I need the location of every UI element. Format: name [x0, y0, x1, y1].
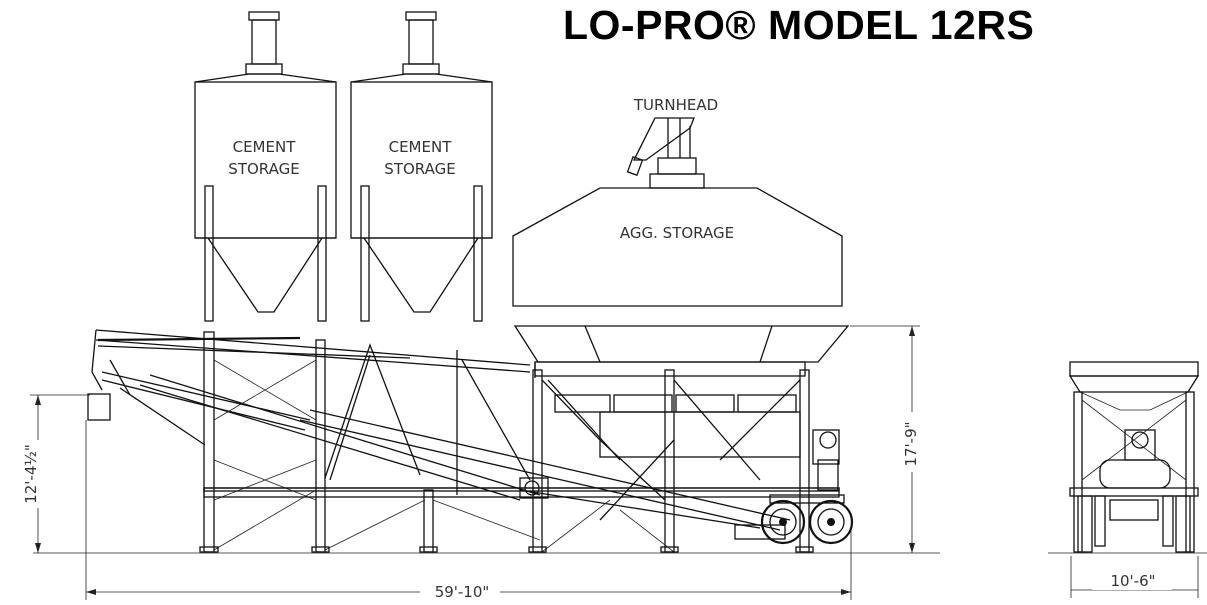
silo-1-label-line1: CEMENT	[233, 138, 297, 156]
page-title: LO-PRO® MODEL 12RS	[563, 2, 1035, 48]
silo-2-label-line2: STORAGE	[384, 160, 455, 178]
plant-end-view: 10'-6"	[1048, 361, 1207, 598]
aggregate-storage-bin: TURNHEAD AGG. STORAGE	[512, 96, 843, 307]
agg-storage-label: AGG. STORAGE	[620, 224, 734, 242]
width-dimension-label: 10'-6"	[1110, 572, 1155, 590]
length-dimension-label: 59'-10"	[435, 583, 490, 601]
plant-side-view	[87, 325, 854, 553]
silo-2-label-line1: CEMENT	[389, 138, 453, 156]
height-total-dimension-label: 17'-9"	[902, 421, 920, 466]
dimension-length: 59'-10"	[85, 420, 852, 601]
silo-1-label-line2: STORAGE	[228, 160, 299, 178]
axle-wheels	[760, 494, 854, 545]
dimension-height-total: 17'-9"	[850, 325, 922, 553]
cement-silo-2: CEMENT STORAGE	[350, 11, 493, 322]
turnhead-label: TURNHEAD	[633, 96, 718, 114]
height-left-dimension-label: 12'-4½"	[22, 444, 40, 504]
cement-silo-1: CEMENT STORAGE	[194, 11, 337, 322]
dimension-height-left: 12'-4½"	[16, 394, 90, 553]
